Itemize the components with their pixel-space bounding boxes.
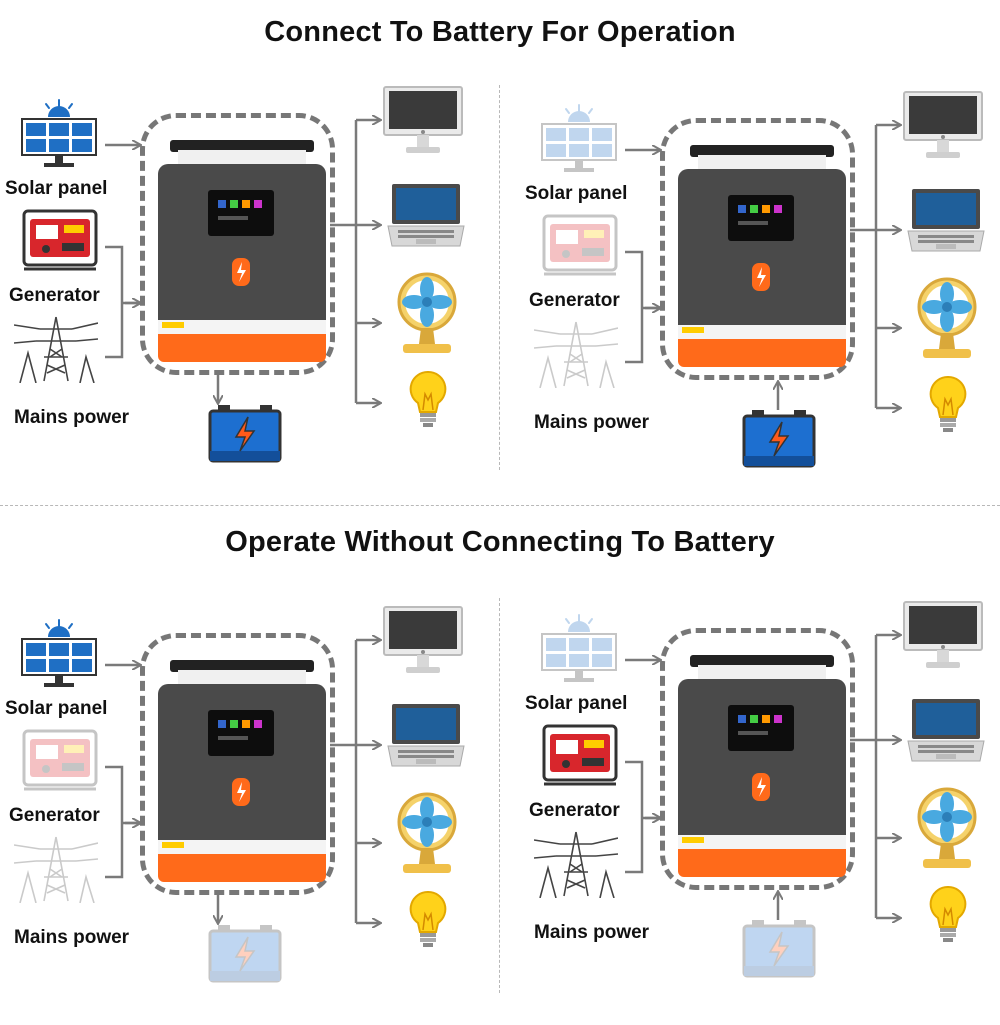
title-bottom: Operate Without Connecting To Battery — [225, 526, 775, 558]
battery-icon — [742, 920, 816, 978]
label-mains-power: Mains power — [534, 412, 650, 433]
label-mains-power: Mains power — [534, 922, 650, 943]
inverter-dashed-boundary — [140, 633, 335, 895]
power-tower-icon — [534, 321, 618, 388]
bulb-icon — [409, 370, 447, 427]
inverter-icon — [678, 145, 846, 367]
laptop-icon — [387, 184, 465, 247]
power-tower-icon — [534, 831, 618, 898]
label-mains-power: Mains power — [14, 927, 130, 948]
divider-bottom — [499, 598, 500, 993]
label-solar-panel: Solar panel — [5, 698, 108, 719]
battery-icon — [208, 405, 282, 463]
monitor-icon — [383, 86, 463, 153]
scenario-panel-bottom-right: Solar panel Generator Mains power — [520, 600, 1000, 1020]
generator-icon — [22, 209, 98, 271]
scenario-panel-top-right: Solar panel Generator Mains power — [520, 90, 1000, 510]
solar-panel-icon — [21, 99, 97, 167]
inverter-dashed-boundary — [660, 118, 855, 380]
label-generator: Generator — [9, 805, 100, 826]
fan-icon — [917, 787, 977, 868]
fan-icon — [397, 272, 457, 353]
solar-panel-icon — [541, 104, 617, 172]
scenario-panel-top-left: Solar panel Generator Mains power — [0, 85, 500, 505]
monitor-icon — [903, 91, 983, 158]
monitor-icon — [383, 606, 463, 673]
wiring — [625, 600, 1000, 1020]
inverter-icon — [158, 140, 326, 362]
laptop-icon — [907, 189, 985, 252]
generator-icon — [542, 724, 618, 786]
power-tower-icon — [14, 316, 98, 383]
scenario-panel-bottom-left: Solar panel Generator Mains power — [0, 605, 500, 1025]
power-tower-icon — [14, 836, 98, 903]
divider-top — [499, 85, 500, 470]
laptop-icon — [387, 704, 465, 767]
fan-icon — [917, 277, 977, 358]
title-top: Connect To Battery For Operation — [264, 16, 736, 48]
label-generator: Generator — [529, 800, 620, 821]
label-solar-panel: Solar panel — [525, 693, 628, 714]
fan-icon — [397, 792, 457, 873]
battery-icon — [208, 925, 282, 983]
monitor-icon — [903, 601, 983, 668]
inverter-icon — [158, 660, 326, 882]
label-solar-panel: Solar panel — [5, 178, 108, 199]
inverter-icon — [678, 655, 846, 877]
bulb-icon — [929, 375, 967, 432]
generator-icon — [542, 214, 618, 276]
bulb-icon — [929, 885, 967, 942]
laptop-icon — [907, 699, 985, 762]
inverter-dashed-boundary — [140, 113, 335, 375]
solar-panel-icon — [541, 614, 617, 682]
solar-panel-icon — [21, 619, 97, 687]
label-generator: Generator — [529, 290, 620, 311]
label-generator: Generator — [9, 285, 100, 306]
generator-icon — [22, 729, 98, 791]
bulb-icon — [409, 890, 447, 947]
label-solar-panel: Solar panel — [525, 183, 628, 204]
wiring — [105, 605, 500, 1025]
divider-horizontal — [0, 505, 1000, 506]
label-mains-power: Mains power — [14, 407, 130, 428]
inverter-dashed-boundary — [660, 628, 855, 890]
battery-icon — [742, 410, 816, 468]
